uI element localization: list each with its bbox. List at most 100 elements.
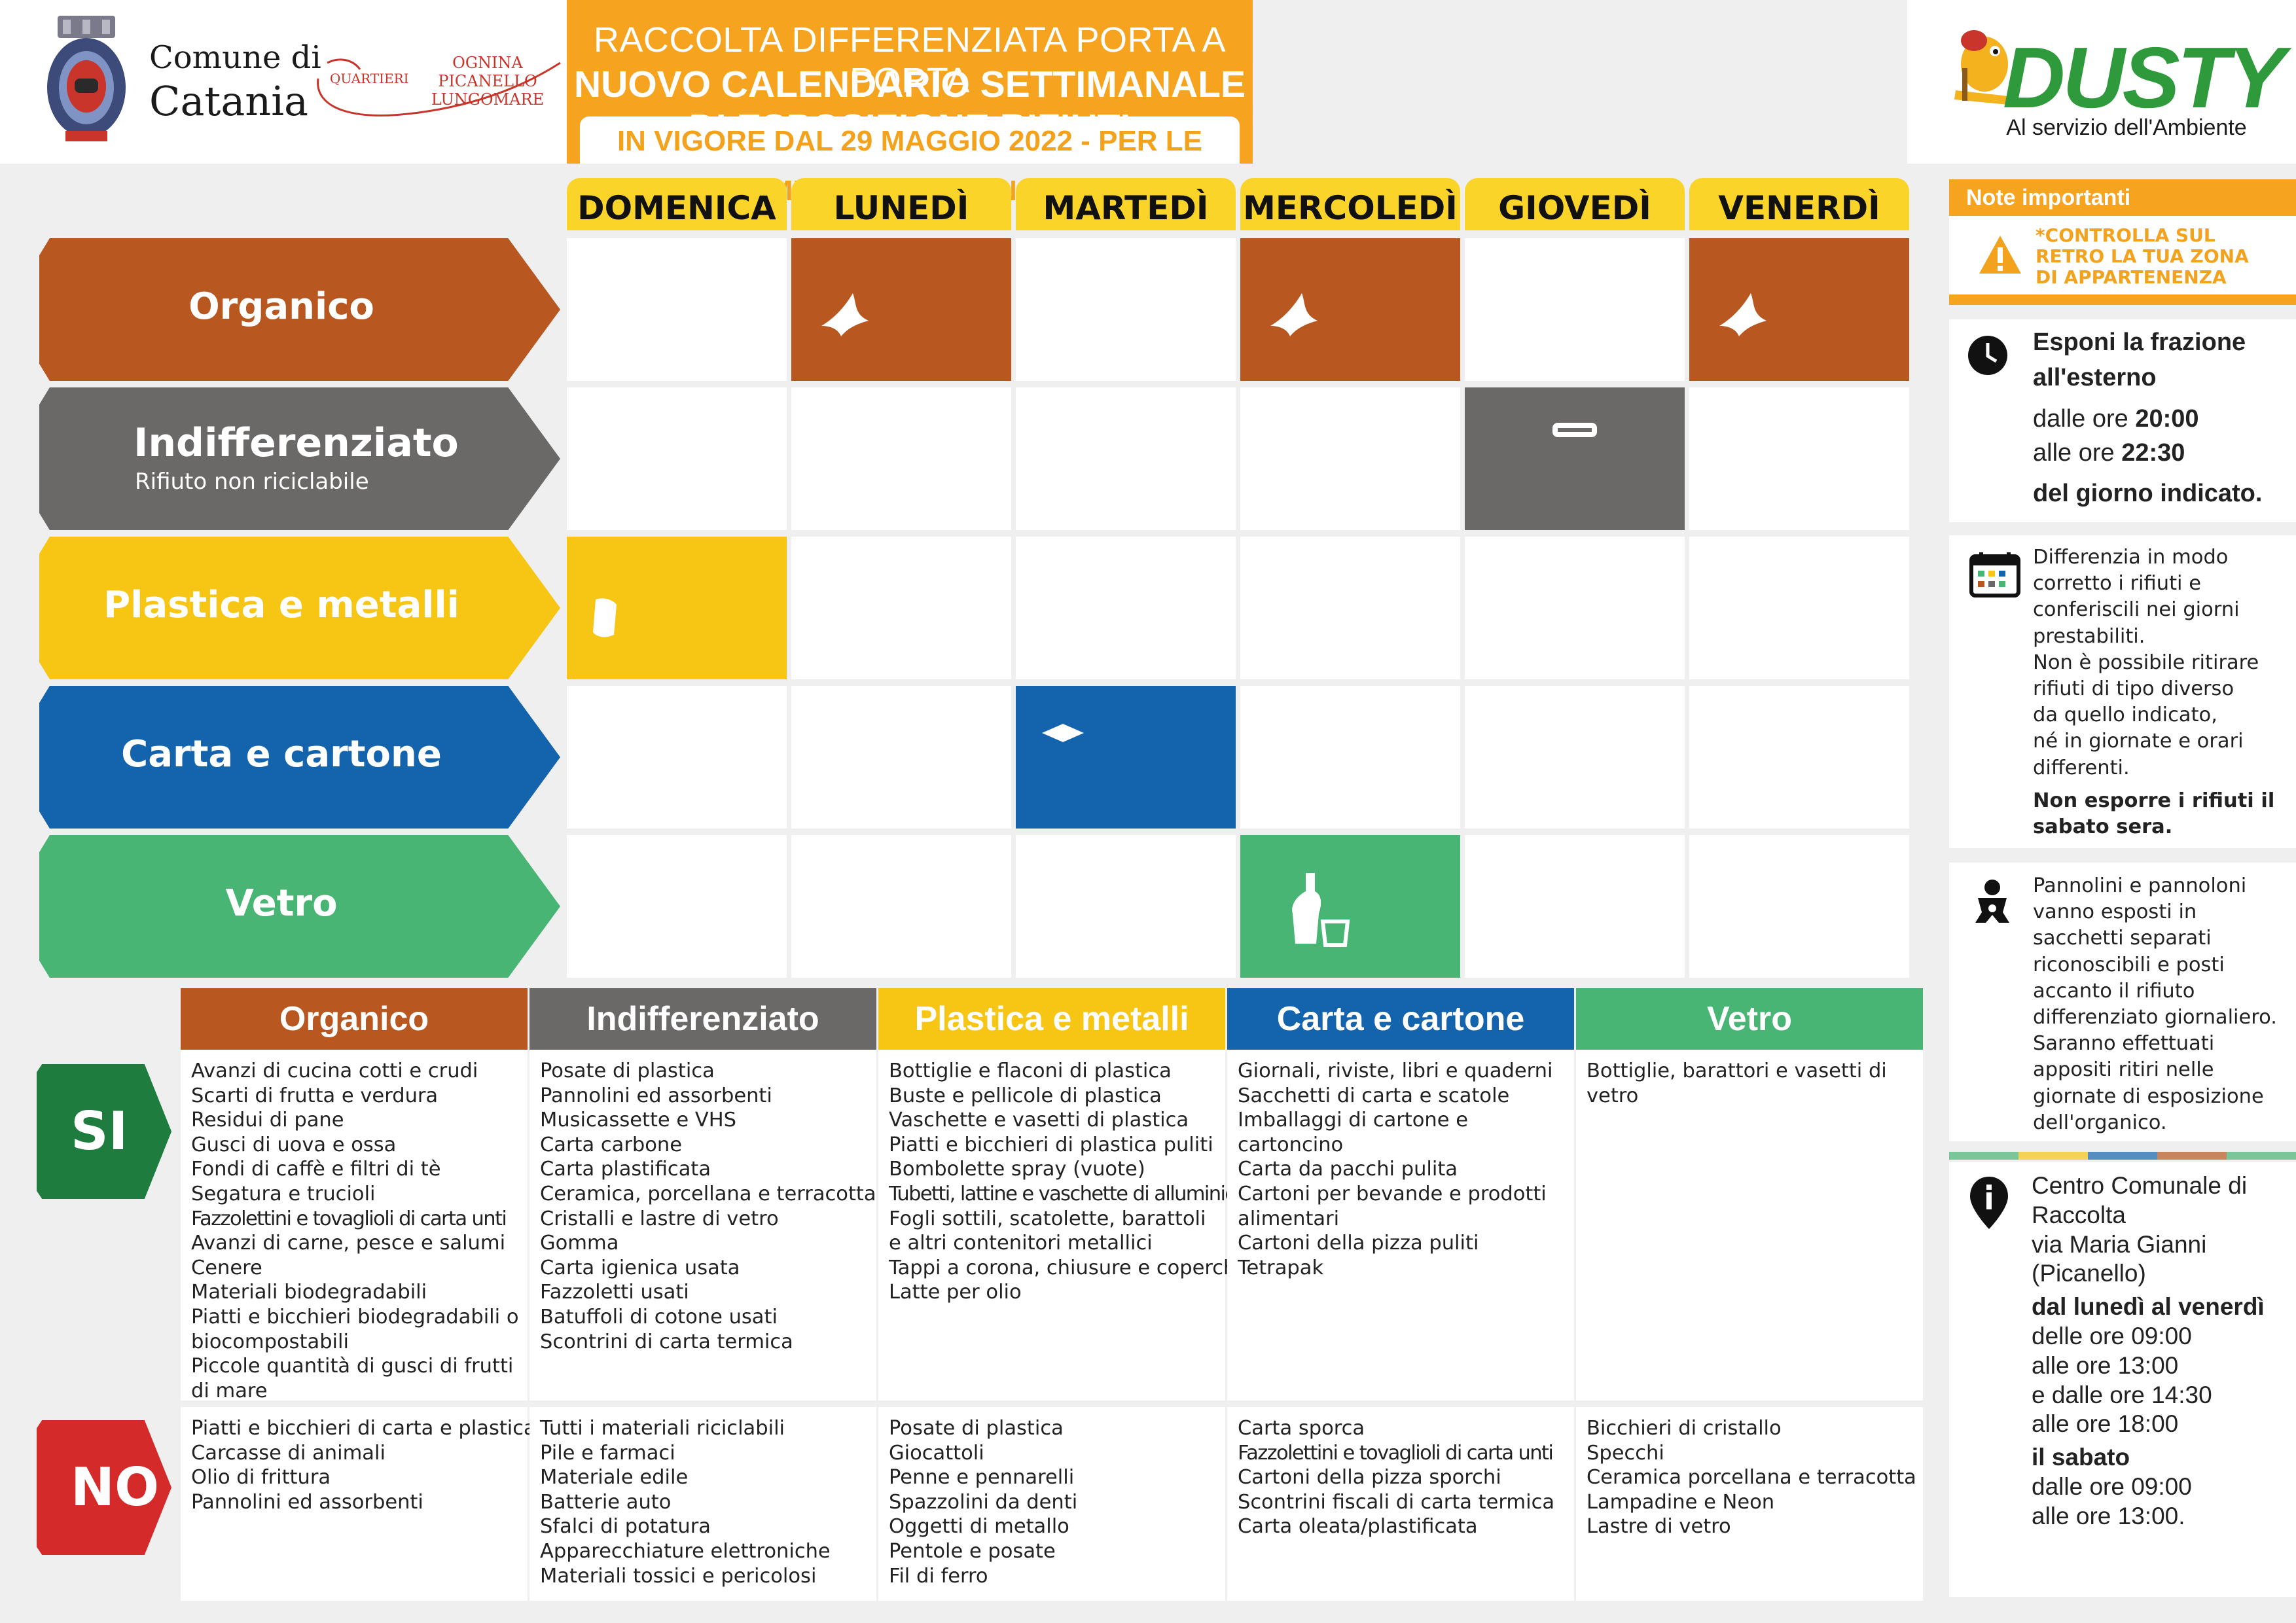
list-item: Lastre di vetro bbox=[1587, 1515, 1731, 1539]
schedule-cell bbox=[1465, 387, 1685, 530]
list-item: Pile e farmaci bbox=[540, 1441, 675, 1465]
schedule-cell bbox=[1465, 686, 1685, 829]
list-item: Piatti e bicchieri di carta e plastica bbox=[191, 1417, 536, 1440]
list-item: Tutti i materiali riciclabili bbox=[540, 1417, 785, 1440]
warning-text: *CONTROLLA SUL RETRO LA TUA ZONA DI APPA… bbox=[2036, 224, 2249, 288]
centro-raccolta-box: Centro Comunale di Raccolta via Maria Gi… bbox=[1949, 1162, 2296, 1597]
schedule-cell bbox=[1016, 686, 1236, 829]
list-item: Fondi di caffè e filtri di tè bbox=[191, 1158, 441, 1181]
schedule-cell bbox=[1240, 238, 1460, 381]
list-item: Materiali tossici e pericolosi bbox=[540, 1564, 817, 1588]
list-item: Fazzoletti usati bbox=[540, 1281, 689, 1304]
schedule-cell bbox=[1016, 238, 1236, 381]
quartieri-logo: QUARTIERI OGNINA PICANELLO LUNGOMARE bbox=[314, 50, 563, 128]
list-item: Ceramica porcellana e terracotta bbox=[1587, 1466, 1916, 1489]
schedule-cell bbox=[567, 686, 787, 829]
list-item: Carta carbone bbox=[540, 1133, 682, 1156]
list-item: Latte per olio bbox=[889, 1281, 1022, 1304]
list-item: di mare bbox=[191, 1379, 268, 1402]
list-item: Pannolini ed assorbenti bbox=[191, 1490, 423, 1514]
clock-icon bbox=[1968, 336, 2007, 375]
schedule-cell bbox=[1689, 387, 1909, 530]
list-item: Carta oleata/plastificata bbox=[1238, 1515, 1478, 1539]
list-item: Batuffoli di cotone usati bbox=[540, 1305, 778, 1329]
schedule-cell bbox=[791, 238, 1011, 381]
schedule-cell bbox=[1240, 387, 1460, 530]
dusty-logo: DUSTY bbox=[2003, 29, 2285, 126]
zone-warning: *CONTROLLA SUL RETRO LA TUA ZONA DI APPA… bbox=[1949, 216, 2296, 305]
day-header-domenica: DOMENICA bbox=[567, 178, 787, 230]
schedule-cell bbox=[1689, 835, 1909, 978]
list-item: Fogli sottili, scatolette, barattoli bbox=[889, 1207, 1206, 1230]
list-item: Tubetti, lattine e vaschette di allumini… bbox=[889, 1182, 1237, 1205]
trash-bin-icon bbox=[1552, 423, 1597, 437]
category-header-indifferenziato: Indifferenziato bbox=[529, 988, 876, 1050]
organic-waste-icon bbox=[821, 293, 920, 336]
catania-crest-icon bbox=[47, 16, 126, 141]
list-item: Penne e pennarelli bbox=[889, 1466, 1075, 1489]
info-pin-icon bbox=[1970, 1177, 2008, 1229]
list-item: Posate di plastica bbox=[540, 1060, 715, 1082]
list-item: Carta sporca bbox=[1238, 1417, 1365, 1440]
quartieri-swoosh-icon bbox=[317, 58, 561, 116]
day-header-mercoledi: MERCOLEDÌ bbox=[1240, 178, 1460, 230]
list-item: Residui di pane bbox=[191, 1109, 344, 1132]
schedule-cell bbox=[1240, 835, 1460, 978]
list-item: Fil di ferro bbox=[889, 1564, 988, 1588]
plastic-bottles-icon bbox=[593, 598, 662, 637]
list-item: Piatti e bicchieri di plastica puliti bbox=[889, 1133, 1213, 1156]
schedule-cell bbox=[1016, 835, 1236, 978]
list-item: Giocattoli bbox=[889, 1441, 984, 1465]
list-item: Carcasse di animali bbox=[191, 1441, 386, 1465]
list-item: Buste e pellicole di plastica bbox=[889, 1084, 1162, 1107]
list-item: Olio di frittura bbox=[191, 1466, 331, 1489]
schedule-cell bbox=[1016, 537, 1236, 679]
no-tag: NO bbox=[37, 1420, 171, 1555]
comune-name: Comune di Catania bbox=[149, 39, 321, 125]
list-item: Bottiglie, barattori e vasetti di bbox=[1587, 1060, 1887, 1082]
list-item: Cartoni della pizza sporchi bbox=[1238, 1466, 1501, 1489]
schedule-cell bbox=[1465, 238, 1685, 381]
glass-bottles-icon bbox=[1292, 873, 1350, 947]
list-item: Pentole e posate bbox=[889, 1539, 1056, 1563]
list-item: Musicassette e VHS bbox=[540, 1109, 737, 1132]
list-item: Materiale edile bbox=[540, 1466, 689, 1489]
dusty-tagline: Al servizio dell'Ambiente bbox=[2006, 115, 2247, 140]
list-item: Posate di plastica bbox=[889, 1417, 1064, 1440]
list-item: Batterie auto bbox=[540, 1490, 672, 1514]
si-tag: SI bbox=[37, 1064, 171, 1199]
schedule-cell bbox=[1689, 238, 1909, 381]
list-item: Tetrapak bbox=[1238, 1256, 1324, 1279]
header-right: DUSTY Al servizio dell'Ambiente bbox=[1907, 0, 2296, 164]
list-item: Bottiglie e flaconi di plastica bbox=[889, 1060, 1172, 1082]
schedule-cell bbox=[1465, 835, 1685, 978]
subtitle: IN VIGORE DAL 29 MAGGIO 2022 - PER LE UT… bbox=[580, 116, 1240, 207]
row-label-organico: Organico bbox=[39, 238, 560, 381]
schedule-cell bbox=[1240, 686, 1460, 829]
list-item: Cartoni della pizza puliti bbox=[1238, 1232, 1479, 1255]
timing-box: Esponi la frazione all'esterno dalle ore… bbox=[1949, 319, 2296, 522]
list-item: Vaschette e vasetti di plastica bbox=[889, 1109, 1189, 1132]
row-label-vetro: Vetro bbox=[39, 835, 560, 978]
warning-icon bbox=[1979, 236, 2021, 274]
schedule-cell bbox=[1016, 387, 1236, 530]
schedule-cell bbox=[567, 835, 787, 978]
list-item: Ceramica, porcellana e terracotta bbox=[540, 1182, 876, 1205]
header-left: Comune di Catania QUARTIERI OGNINA PICAN… bbox=[0, 0, 567, 164]
list-item: Scarti di frutta e verdura bbox=[191, 1084, 439, 1107]
list-item: Sacchetti di carta e scatole bbox=[1238, 1084, 1510, 1107]
schedule-cell bbox=[567, 537, 787, 679]
baby-icon bbox=[1975, 880, 2009, 923]
day-header-martedi: MARTEDÌ bbox=[1016, 178, 1236, 230]
day-header-venerdi: VENERDÌ bbox=[1689, 178, 1909, 230]
category-header-vetro: Vetro bbox=[1576, 988, 1923, 1050]
list-item: Segatura e trucioli bbox=[191, 1182, 376, 1205]
title-line-1: RACCOLTA DIFFERENZIATA PORTA A PORTA bbox=[593, 20, 1227, 100]
day-header-lunedi: LUNEDÌ bbox=[791, 178, 1011, 230]
day-header-giovedi: GIOVEDÌ bbox=[1465, 178, 1685, 230]
